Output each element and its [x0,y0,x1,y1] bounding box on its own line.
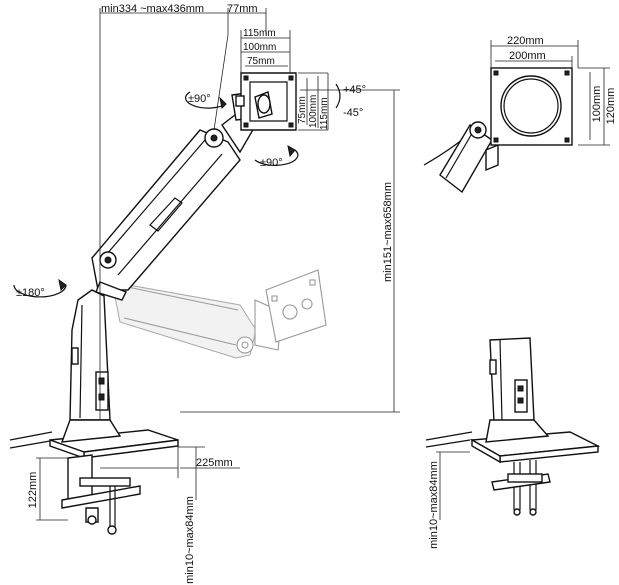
pole-rotation-label: ±180° [16,287,45,299]
head-depth-label: 77mm [227,3,258,15]
grommet-detail [425,337,601,520]
lower-arm [91,128,241,301]
rotation-markers [13,83,341,298]
plate-detail [423,40,610,194]
vesa-w-75-label: 75mm [247,56,275,67]
vesa-h-115-label: 115mm [319,97,330,130]
vesa-h-75-label: 75mm [297,96,308,124]
tilt-down-label: -45° [343,107,363,119]
swivel-rotation-label: ±90° [188,93,211,105]
main-dimension-lines [36,8,400,521]
vesa-w-115-label: 115mm [243,28,276,39]
plate-w-220-label: 220mm [507,35,544,47]
base-depth-label: 225mm [196,457,233,469]
vesa-w-100-label: 100mm [243,42,276,53]
base-clamp [9,419,179,535]
plate-h-120-label: 120mm [605,88,617,125]
ghost-arm [111,269,327,359]
main-arm-drawing [9,72,327,535]
pole [69,289,111,421]
clamp-height-label: 122mm [27,472,39,509]
height-range-label: min151~max658mm [382,182,394,282]
tilt-up-label: +45° [343,84,366,96]
vesa-plate [235,72,297,131]
grommet-desk-thickness-label: min10~max84mm [428,461,440,549]
screen-rotation-label: ±90° [260,157,283,169]
reach-label: min334 ~max436mm [101,3,204,15]
vesa-h-100-label: 100mm [308,95,319,128]
plate-w-200-label: 200mm [509,50,546,62]
plate-h-100-label: 100mm [591,86,603,123]
clamp-desk-thickness-label: min10~max84mm [184,496,196,584]
